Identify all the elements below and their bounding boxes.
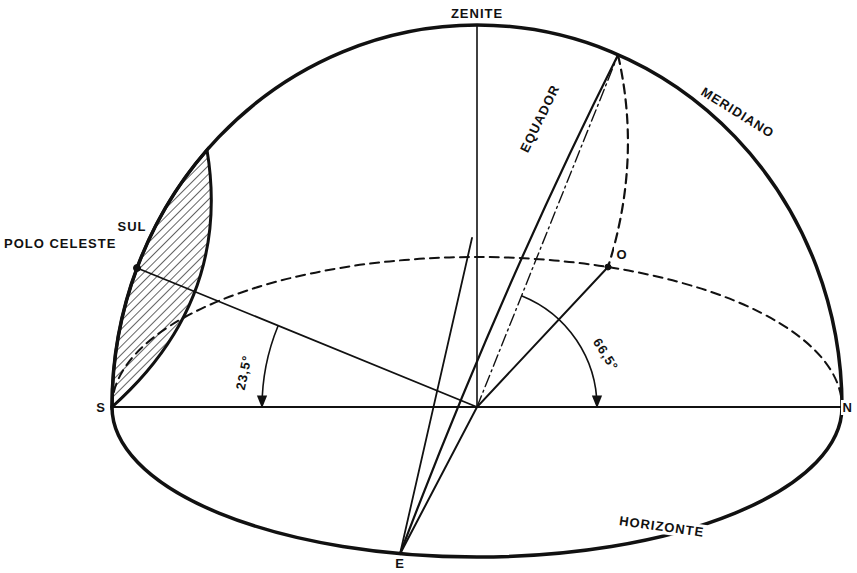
axis-label: POLO CELESTE xyxy=(2,236,118,251)
west-dot xyxy=(605,264,611,270)
axis-label: EQUADOR xyxy=(516,80,563,156)
axis-label: 23,5° xyxy=(233,351,256,393)
horizon-front xyxy=(112,407,842,557)
pole-dot xyxy=(134,265,141,272)
axis-label: N xyxy=(841,400,855,415)
east-west-line xyxy=(400,267,608,554)
angle-arc xyxy=(262,326,278,407)
axis-label: SUL xyxy=(116,219,149,234)
meridian-arc xyxy=(112,25,842,407)
zenith-line xyxy=(476,26,478,407)
polar-axis xyxy=(137,268,477,407)
equator-front xyxy=(400,55,618,554)
axis-label: ZENITE xyxy=(449,6,505,21)
angle-arc xyxy=(522,296,597,407)
axis-label: 66,5° xyxy=(589,333,623,374)
axis-label: S xyxy=(94,400,108,415)
equator-chord xyxy=(400,238,472,554)
axis-label: E xyxy=(393,556,407,571)
axis-label: O xyxy=(614,247,629,262)
equator-back xyxy=(608,55,628,267)
